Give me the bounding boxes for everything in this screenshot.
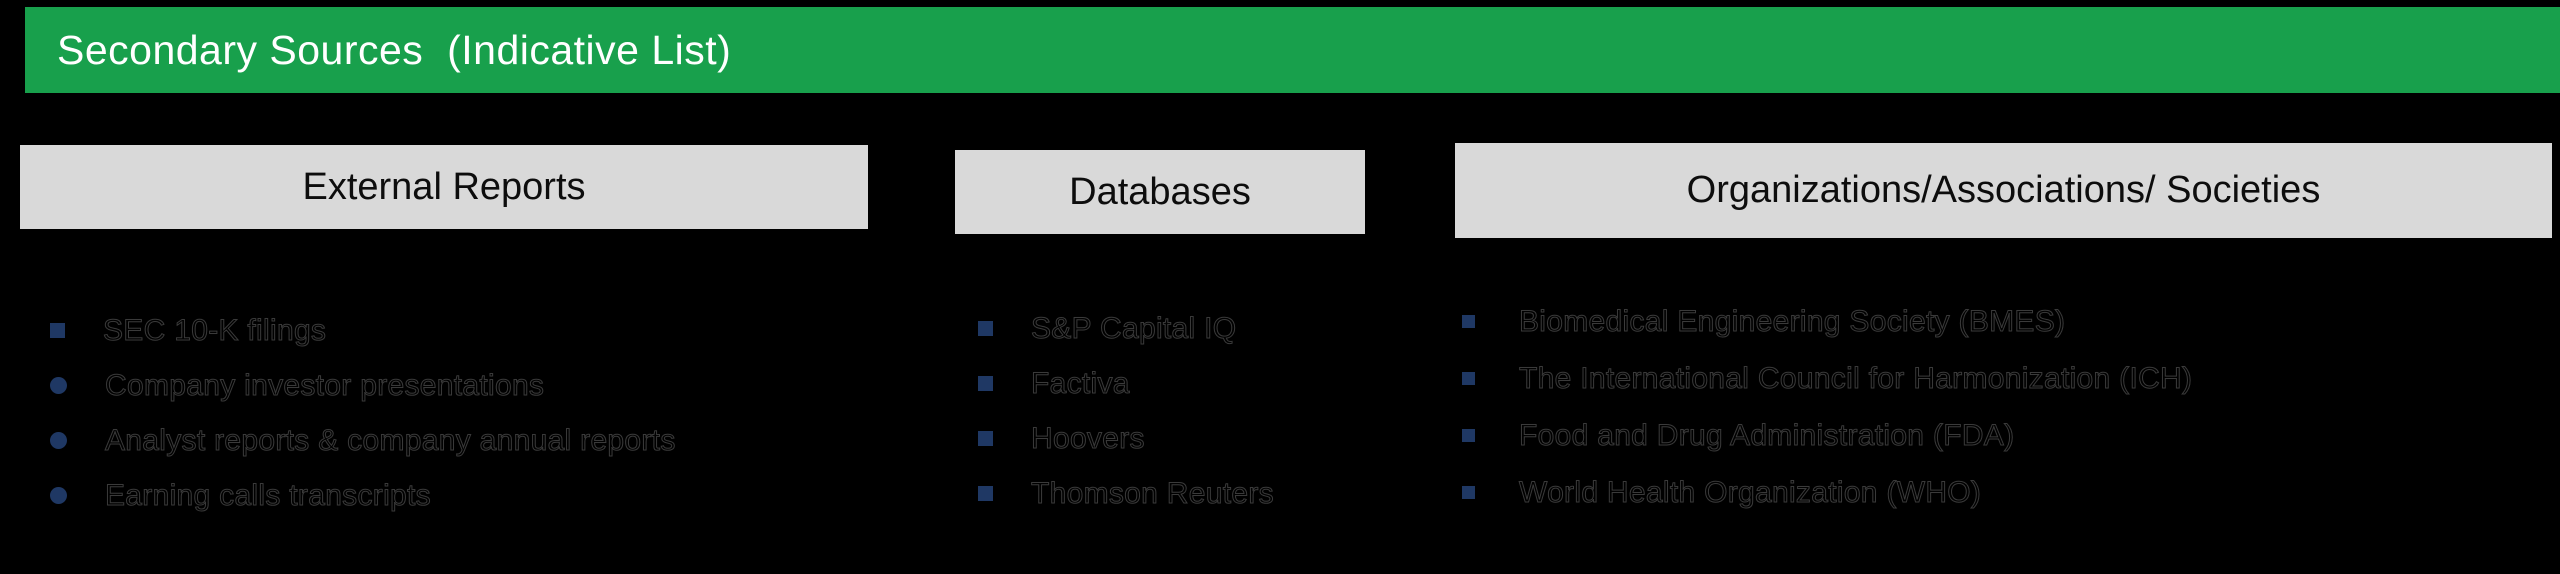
databases-list: S&P Capital IQ Factiva Hoovers Thomson R… [978, 301, 1438, 521]
bullet-marker-icon [1462, 486, 1475, 499]
list-item: Analyst reports & company annual reports [50, 413, 910, 468]
column-header-organizations: Organizations/Associations/ Societies [1455, 143, 2552, 238]
list-item: The International Council for Harmonizat… [1462, 350, 2552, 407]
bullet-marker-icon [978, 486, 993, 501]
list-item: Food and Drug Administration (FDA) [1462, 407, 2552, 464]
list-item-label: Hoovers [1031, 421, 1146, 455]
list-item-label: Company investor presentations [104, 368, 545, 402]
list-item: Hoovers [978, 411, 1438, 466]
list-item-label: Factiva [1031, 366, 1130, 400]
list-item-label: Thomson Reuters [1031, 476, 1275, 510]
bullet-marker-icon [50, 432, 67, 449]
list-item-label: Analyst reports & company annual reports [105, 423, 676, 457]
bullet-marker-icon [978, 321, 993, 336]
list-item-label: SEC 10-K filings [102, 313, 327, 347]
bullet-marker-icon [1462, 372, 1475, 385]
bullet-marker-icon [978, 431, 993, 446]
bullet-marker-icon [1462, 315, 1475, 328]
list-item: S&P Capital IQ [978, 301, 1438, 356]
column-header-label: Organizations/Associations/ Societies [1686, 169, 2321, 211]
list-item-label: The International Council for Harmonizat… [1518, 361, 2193, 395]
list-item-label: S&P Capital IQ [1030, 311, 1237, 345]
title-bar: Secondary Sources (Indicative List) [25, 7, 2560, 93]
column-header-label: External Reports [302, 165, 586, 208]
column-header-external-reports: External Reports [20, 145, 868, 229]
list-item: Earning calls transcripts [50, 468, 910, 523]
list-item: SEC 10-K filings [50, 303, 910, 358]
bullet-marker-icon [1462, 429, 1475, 442]
bullet-marker-icon [50, 487, 67, 504]
list-item-label: Food and Drug Administration (FDA) [1518, 418, 2015, 452]
external-reports-list: SEC 10-K filings Company investor presen… [50, 303, 910, 523]
list-item-label: Biomedical Engineering Society (BMES) [1518, 304, 2066, 338]
list-item-label: Earning calls transcripts [105, 478, 432, 512]
list-item: Factiva [978, 356, 1438, 411]
list-item: World Health Organization (WHO) [1462, 464, 2552, 521]
column-header-databases: Databases [955, 150, 1365, 234]
page-title: Secondary Sources (Indicative List) [57, 26, 732, 73]
bullet-marker-icon [50, 377, 67, 394]
list-item: Thomson Reuters [978, 466, 1438, 521]
column-header-label: Databases [1069, 170, 1251, 213]
list-item: Company investor presentations [50, 358, 910, 413]
list-item: Biomedical Engineering Society (BMES) [1462, 293, 2552, 350]
organizations-list: Biomedical Engineering Society (BMES) Th… [1462, 293, 2552, 521]
bullet-marker-icon [978, 376, 993, 391]
bullet-marker-icon [50, 323, 65, 338]
list-item-label: World Health Organization (WHO) [1518, 475, 1982, 509]
